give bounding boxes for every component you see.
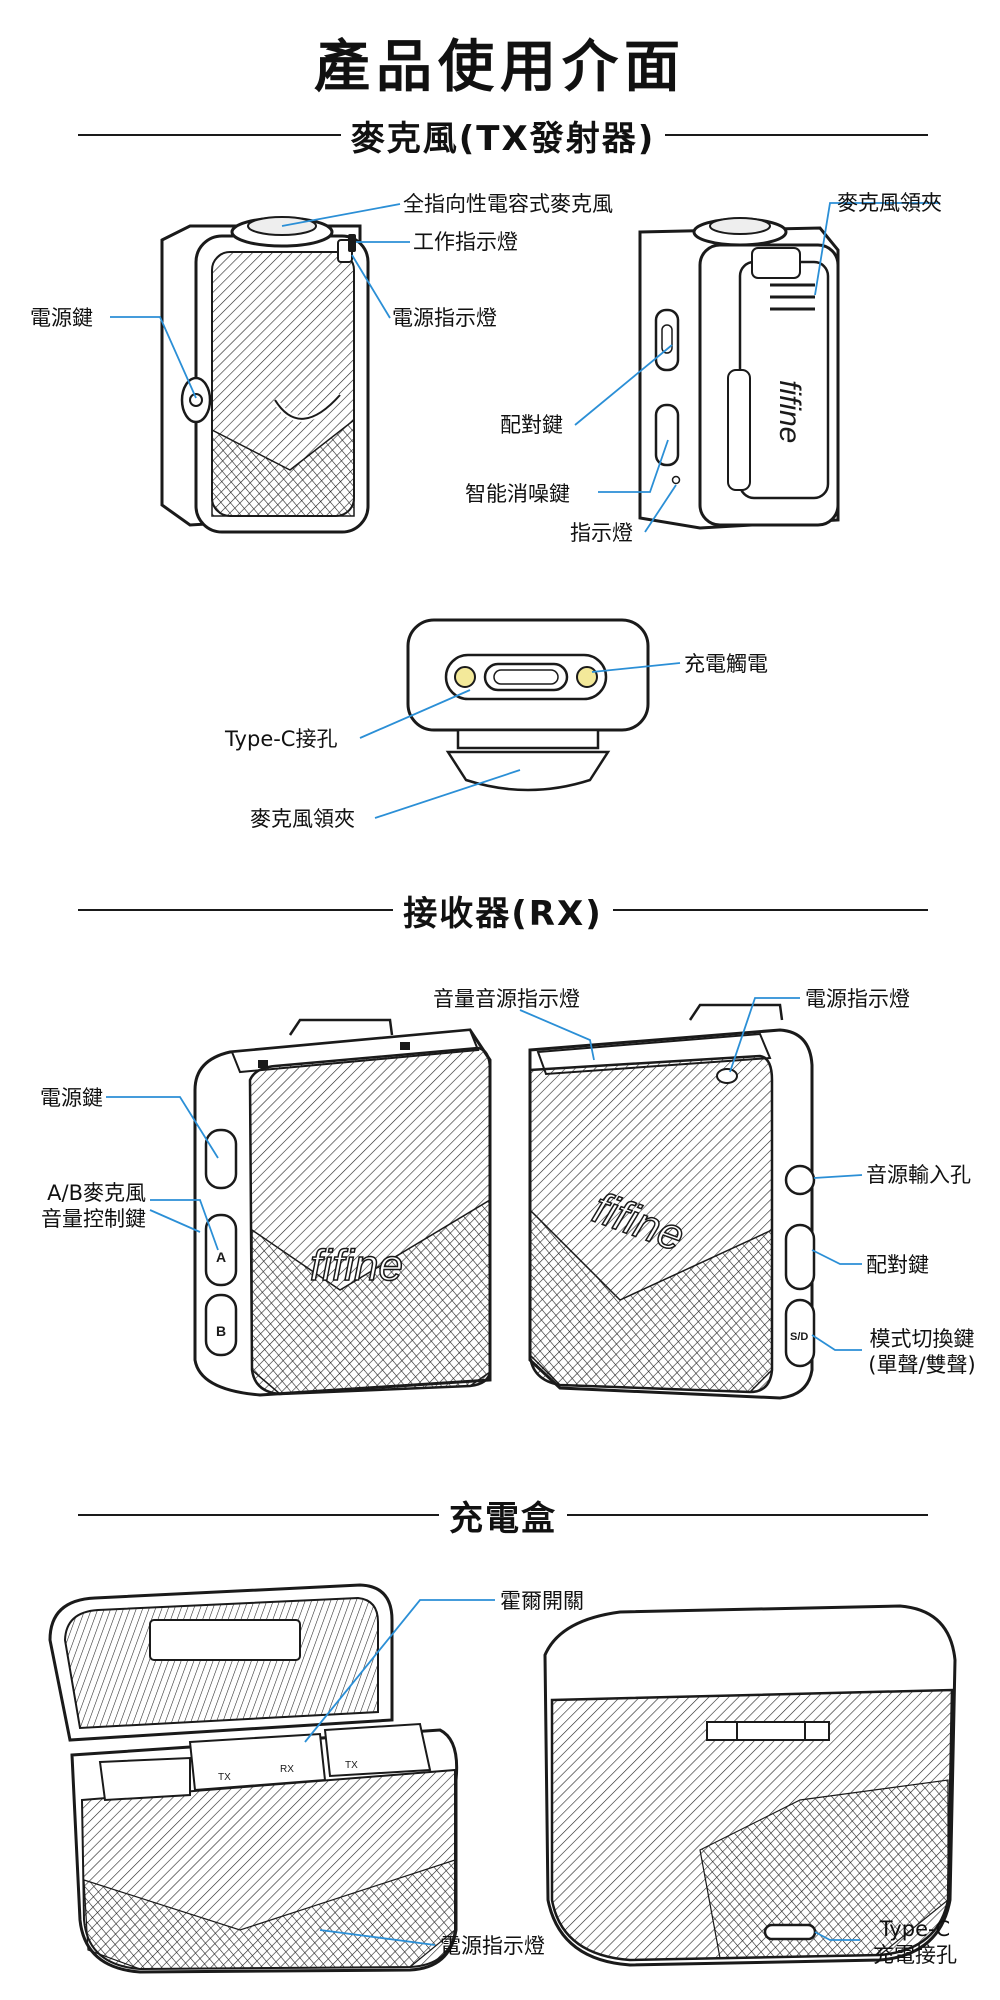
rx-label-mode-switch-line2: (單聲/雙聲) (868, 1353, 976, 1378)
rx-right-illustration (528, 1003, 816, 1400)
divider-left (78, 909, 394, 911)
rx-label-ab-volume-line2: 音量控制鍵 (41, 1207, 146, 1232)
rx-button-mode: S/D (790, 1331, 808, 1343)
case-label-typec: Type-C 充電接孔 (860, 1916, 970, 1969)
divider-right (567, 1514, 928, 1516)
rx-label-power-indicator: 電源指示燈 (805, 987, 910, 1011)
section-title-tx: 麥克風(TX發射器) (350, 118, 656, 159)
section-title-rx: 接收器(RX) (403, 893, 603, 934)
case-label-typec-line1: Type-C (879, 1917, 951, 1941)
rx-button-a: A (216, 1249, 226, 1265)
rx-label-pair-key: 配對鍵 (866, 1253, 929, 1277)
slot-label-tx-left: TX (218, 1772, 231, 1783)
tx-label-indicator: 指示燈 (570, 521, 633, 545)
tx-back-illustration (638, 217, 840, 530)
tx-label-typec-port: Type-C接孔 (225, 727, 338, 751)
tx-front-illustration (160, 216, 370, 534)
divider-right (612, 909, 929, 911)
divider-left (78, 134, 341, 136)
rx-label-mode-switch-line1: 模式切換鍵 (869, 1327, 975, 1351)
section-title-case: 充電盒 (449, 1498, 557, 1539)
case-label-hall-switch: 霍爾開關 (500, 1589, 584, 1613)
tx-clip-brand: fifine (773, 380, 806, 443)
rx-label-mode-switch: 模式切換鍵 (單聲/雙聲) (852, 1326, 992, 1379)
tx-label-mic-clip-bottom: 麥克風領夾 (250, 807, 355, 831)
tx-label-omni-mic: 全指向性電容式麥克風 (403, 192, 613, 216)
rx-label-volume-source-indicator: 音量音源指示燈 (433, 987, 580, 1011)
tx-label-noise-cancel-key: 智能消噪鍵 (465, 482, 570, 506)
tx-label-mic-clip: 麥克風領夾 (837, 191, 942, 215)
case-closed-illustration (543, 1604, 957, 1967)
case-label-power-indicator: 電源指示燈 (440, 1934, 545, 1958)
slot-label-tx-right: TX (345, 1760, 358, 1771)
rx-label-power-key: 電源鍵 (40, 1086, 103, 1110)
case-open-illustration (48, 1583, 459, 1974)
tx-label-power-indicator: 電源指示燈 (392, 306, 497, 330)
divider-right (665, 134, 929, 136)
tx-bottom-illustration (406, 618, 650, 792)
section-heading-case: 充電盒 (78, 1490, 928, 1540)
section-heading-tx: 麥克風(TX發射器) (78, 110, 929, 160)
leader-lines (106, 202, 940, 1946)
rx-left-brand: fifine (310, 1241, 403, 1290)
rx-label-ab-volume: A/B麥克風 音量控制鍵 (20, 1180, 146, 1233)
rx-left-illustration (193, 1018, 492, 1397)
page-title: 產品使用介面 (314, 35, 686, 100)
tx-label-power-key: 電源鍵 (30, 306, 93, 330)
rx-label-audio-input: 音源輸入孔 (866, 1163, 971, 1187)
rx-label-ab-volume-line1: A/B麥克風 (47, 1181, 146, 1205)
divider-left (78, 1514, 439, 1516)
rx-button-b: B (216, 1323, 226, 1339)
slot-label-rx: RX (280, 1764, 294, 1775)
tx-label-work-indicator: 工作指示燈 (413, 230, 518, 254)
case-label-typec-line2: 充電接孔 (873, 1943, 957, 1968)
section-heading-rx: 接收器(RX) (78, 885, 929, 935)
tx-label-pair-key: 配對鍵 (500, 413, 563, 437)
tx-label-charging-contacts: 充電觸電 (684, 652, 768, 676)
